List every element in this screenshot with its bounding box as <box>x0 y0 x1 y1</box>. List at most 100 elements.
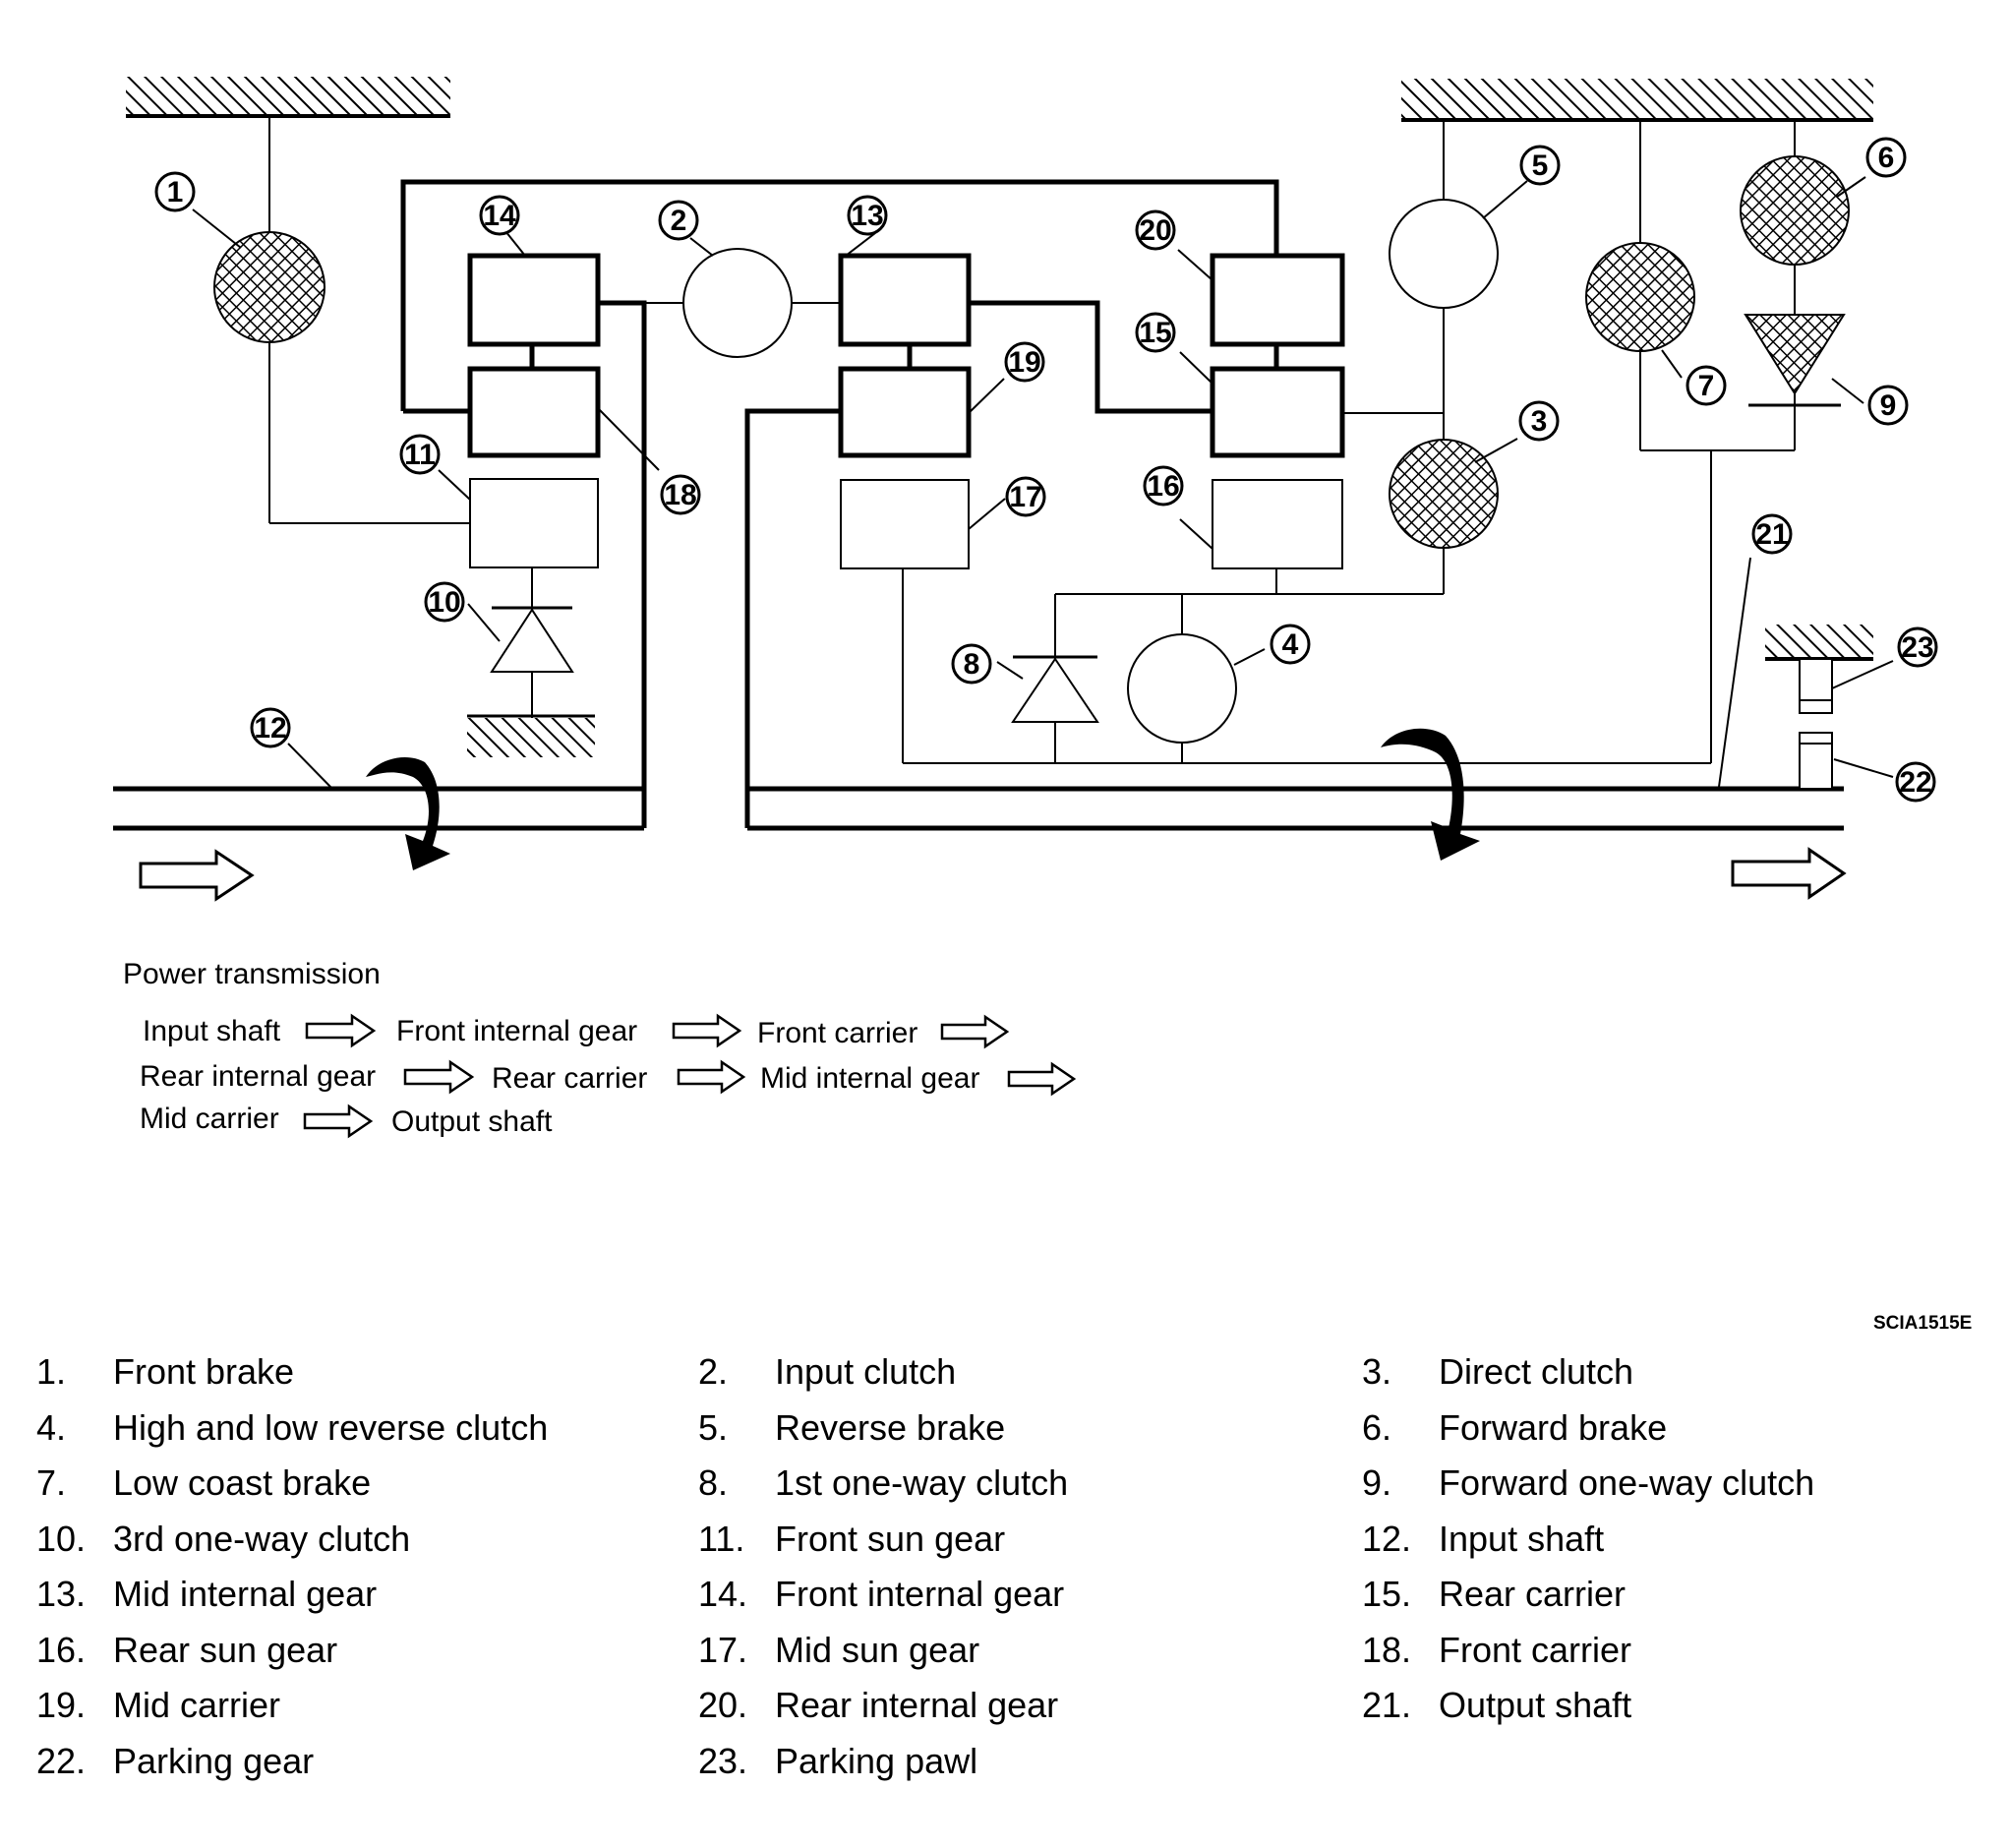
third-one-way-clutch-symbol <box>490 606 574 673</box>
mid-carrier-box <box>838 366 972 458</box>
legend-item-number: 11. <box>698 1518 745 1559</box>
legend-item-number: 4. <box>36 1406 67 1448</box>
callout-number: 12 <box>254 712 286 745</box>
legend-item-name: Output shaft <box>1439 1685 1632 1725</box>
callout-19: 19 <box>1004 341 1045 383</box>
callout-22: 22 <box>1895 761 1936 803</box>
callout-2: 2 <box>658 200 699 241</box>
legend-item-name: Direct clutch <box>1439 1351 1634 1392</box>
legend-item-name: Forward one-way clutch <box>1439 1462 1815 1503</box>
legend-item-number: 14. <box>698 1574 748 1614</box>
callout-number: 9 <box>1880 389 1897 422</box>
callout-23: 23 <box>1897 626 1938 668</box>
ground-housing-top-right <box>1401 79 1873 122</box>
front-brake-circle <box>213 231 325 343</box>
callout-16: 16 <box>1143 465 1184 507</box>
flow-step-input-shaft: Input shaft <box>143 1015 281 1047</box>
legend-item-number: 12. <box>1362 1518 1412 1559</box>
legend-item-name: Front sun gear <box>775 1518 1006 1559</box>
callout-number: 13 <box>851 200 883 232</box>
input-clutch-circle <box>682 248 793 358</box>
legend-item-name: Rear carrier <box>1439 1574 1627 1614</box>
figure-id: SCIA1515E <box>1873 1313 1972 1334</box>
legend-item-number: 8. <box>698 1462 729 1503</box>
legend-item-number: 21. <box>1362 1685 1412 1725</box>
direct-clutch-circle <box>1389 439 1499 549</box>
callout-15: 15 <box>1135 312 1176 353</box>
front-sun-gear-box <box>469 478 599 568</box>
flow-step-output-shaft: Output shaft <box>391 1105 553 1138</box>
flow-arrow <box>305 1013 377 1048</box>
power-out-arrow <box>1731 847 1847 900</box>
flow-arrow <box>403 1059 475 1095</box>
input-rotation-arrow <box>366 757 450 870</box>
legend-item-number: 20. <box>698 1685 748 1725</box>
flow-arrow <box>303 1103 374 1139</box>
legend-item-number: 9. <box>1362 1462 1392 1503</box>
front-internal-gear-box <box>467 253 601 347</box>
callout-18: 18 <box>660 474 701 515</box>
flow-step-front-carrier: Front carrier <box>757 1017 917 1049</box>
ground-housing-top-left <box>126 77 450 118</box>
callout-number: 19 <box>1008 346 1040 379</box>
legend-item-number: 16. <box>36 1629 87 1670</box>
callout-number: 5 <box>1532 149 1549 182</box>
legend-item-number: 1. <box>36 1351 67 1392</box>
flow-arrow <box>672 1013 742 1048</box>
callout-number: 1 <box>167 176 184 209</box>
legend-item-number: 15. <box>1362 1574 1412 1614</box>
legend-item-name: Front brake <box>113 1351 295 1392</box>
callout-number: 17 <box>1009 481 1041 513</box>
parking-gear-symbol <box>1799 732 1833 790</box>
legend-item-number: 13. <box>36 1574 87 1614</box>
callout-8: 8 <box>951 643 992 685</box>
legend-item-name: 1st one-way clutch <box>775 1462 1069 1503</box>
callout-10: 10 <box>424 581 465 623</box>
power-transmission-block: Power transmission Input shaft Front int… <box>123 958 1077 1139</box>
power-transmission-title: Power transmission <box>123 958 381 990</box>
callout-number: 7 <box>1698 370 1715 402</box>
callout-leaders <box>192 176 1894 790</box>
callout-number: 11 <box>404 439 436 471</box>
forward-one-way-clutch-symbol <box>1744 314 1846 407</box>
callout-14: 14 <box>479 195 520 236</box>
callout-number: 8 <box>964 648 980 681</box>
legend-item-number: 7. <box>36 1462 67 1503</box>
legend-item-name: 3rd one-way clutch <box>113 1518 411 1559</box>
legend-item-number: 18. <box>1362 1629 1412 1670</box>
callout-number: 6 <box>1878 142 1895 174</box>
legend-item-name: Parking gear <box>113 1740 315 1781</box>
legend-item-number: 2. <box>698 1351 729 1392</box>
legend-item-number: 17. <box>698 1629 748 1670</box>
planetary-gear-elements <box>467 253 1345 569</box>
callout-21: 21 <box>1751 513 1793 555</box>
rear-carrier-box <box>1210 366 1345 458</box>
callout-11: 11 <box>399 434 441 475</box>
legend-item-number: 22. <box>36 1740 87 1781</box>
legend-item-name: Rear internal gear <box>775 1685 1059 1725</box>
callout-3: 3 <box>1518 400 1560 442</box>
high-low-reverse-clutch-circle <box>1127 633 1237 744</box>
flow-step-mid-internal-gear: Mid internal gear <box>760 1062 979 1095</box>
legend-item-name: Rear sun gear <box>113 1629 338 1670</box>
parking-pawl-symbol <box>1799 658 1833 714</box>
callout-5: 5 <box>1519 145 1561 186</box>
flow-arrow <box>940 1014 1010 1049</box>
output-rotation-arrow <box>1381 728 1480 861</box>
input-shaft <box>113 786 644 831</box>
legend-item-number: 23. <box>698 1740 748 1781</box>
legend-item-name: Forward brake <box>1439 1406 1668 1448</box>
low-coast-brake-circle <box>1585 242 1695 352</box>
legend-item-name: Input clutch <box>775 1351 957 1392</box>
output-shaft <box>747 786 1844 831</box>
callout-number: 2 <box>671 205 687 237</box>
callout-17: 17 <box>1005 476 1046 517</box>
front-carrier-box <box>467 366 601 458</box>
callout-6: 6 <box>1865 137 1907 178</box>
flow-arrow <box>1007 1061 1077 1097</box>
callout-number: 18 <box>664 479 696 511</box>
ground-housing-parking <box>1765 625 1873 661</box>
mid-internal-gear-box <box>838 253 972 347</box>
